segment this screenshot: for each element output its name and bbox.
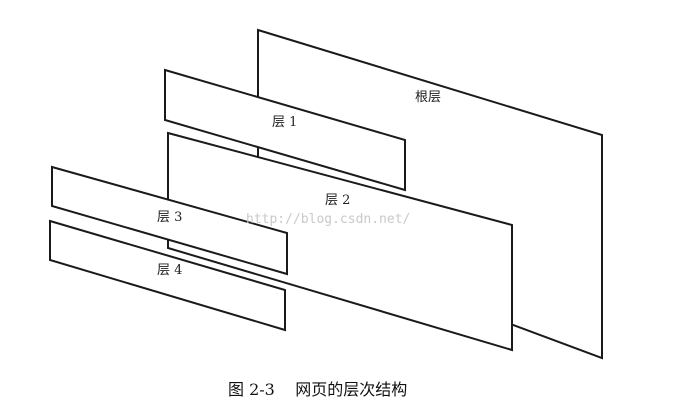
watermark-text: http://blog.csdn.net/ [246,212,410,227]
layer-1: 层 1 [164,68,406,192]
layer-4: 层 4 [49,219,286,332]
layer-1-panel [164,68,406,192]
layer-3: 层 3 [51,165,288,276]
layer-2-label: 层 2 [325,193,350,208]
layer-4-panel [49,219,286,332]
layer-4-label: 层 4 [157,263,182,278]
root-layer-label: 根层 [415,90,441,105]
layer-3-panel [51,165,288,276]
layer-1-label: 层 1 [272,115,297,130]
figure-caption: 图 2-3 网页的层次结构 [228,380,407,399]
layer-3-label: 层 3 [157,210,182,225]
